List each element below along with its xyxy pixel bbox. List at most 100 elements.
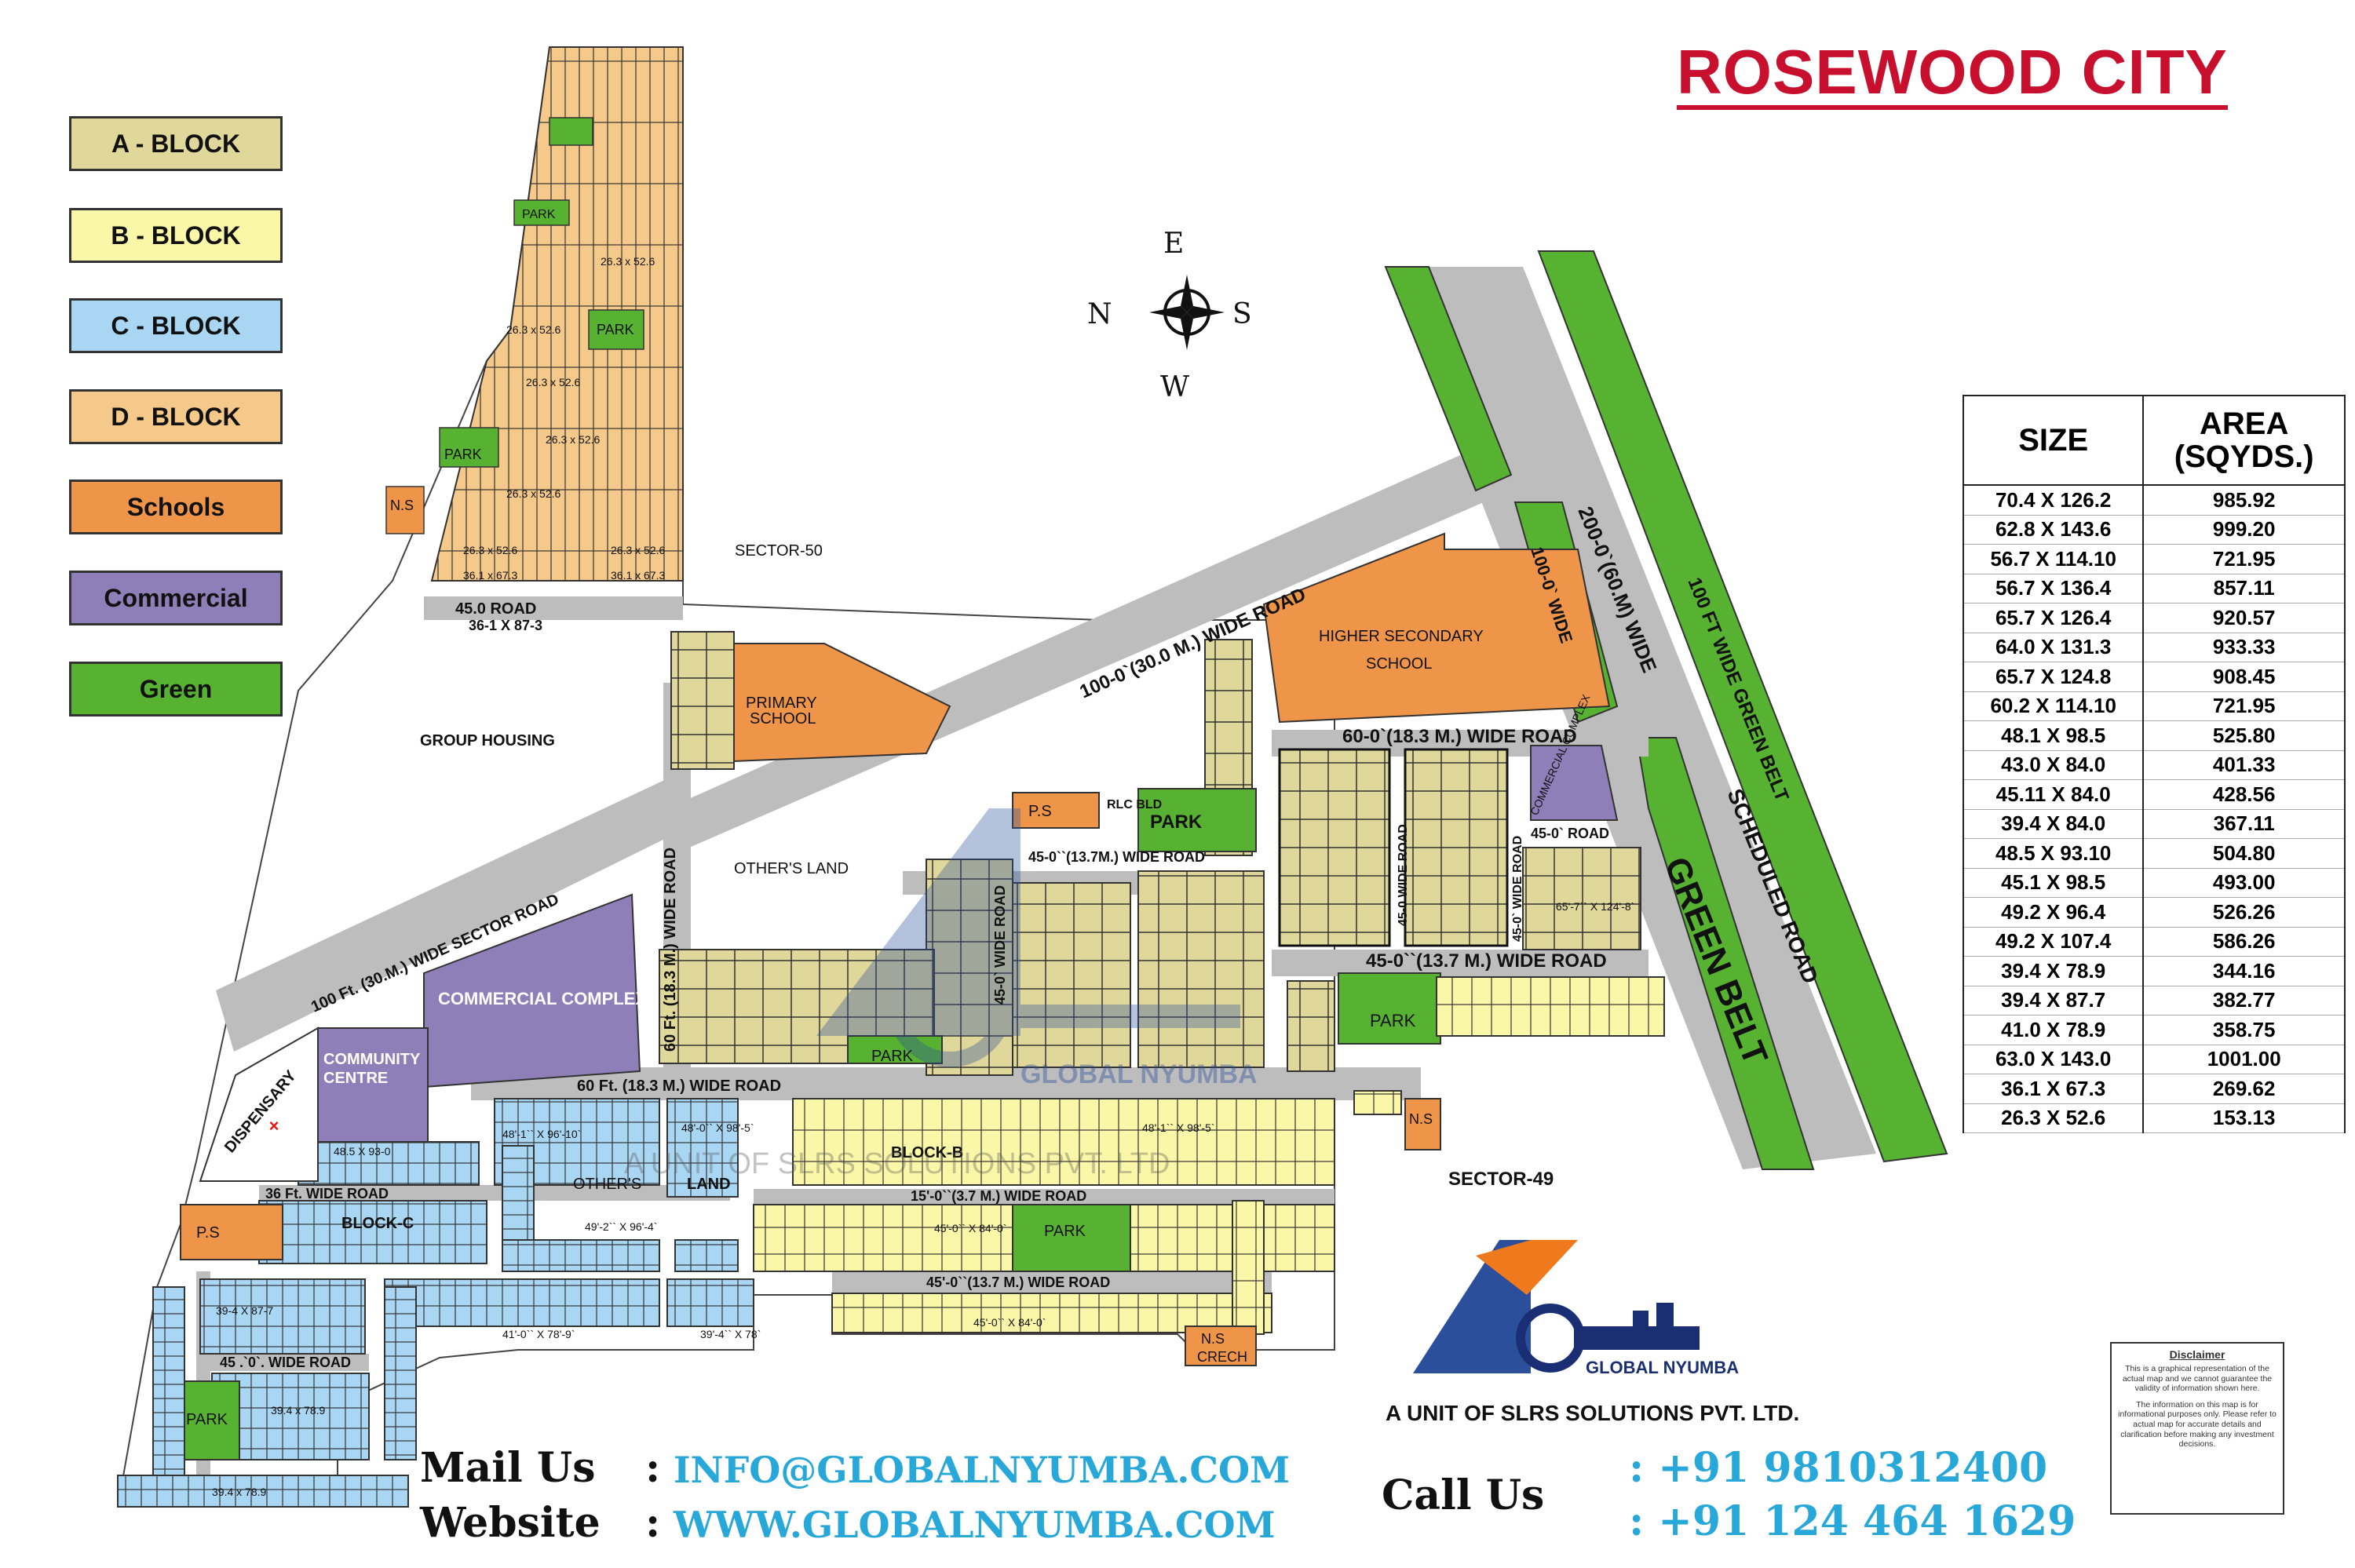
disclaimer-title: Disclaimer (2169, 1348, 2225, 1361)
size-cell: 39.4 X 87.7 (1962, 986, 2145, 1016)
label-dim-65: 65'-7`` X 124'-8` (1556, 900, 1634, 913)
size-cell: 36.1 X 67.3 (1962, 1074, 2145, 1104)
label-dim-39-78-a: 39.4 x 78.9 (271, 1404, 325, 1417)
road-45-east (1272, 950, 1648, 976)
size-cell: 43.0 X 84.0 (1962, 750, 2145, 780)
label-dim-45b: 45'-0`` X 84'-0` (973, 1316, 1046, 1329)
mail-colon: : (645, 1444, 661, 1492)
label-dim-36-67-a: 36.1 x 67.3 (463, 569, 517, 582)
label-dim-39-87: 39-4 X 87-7 (216, 1304, 273, 1317)
commercial-small (1530, 745, 1619, 821)
label-ps-1: P.S (1028, 803, 1052, 820)
label-park-7: PARK (444, 447, 482, 462)
size-cell: 41.0 X 78.9 (1962, 1015, 2145, 1045)
label-ns-crech-1: N.S (1201, 1331, 1225, 1347)
label-dim-26-f: 26.3 x 52.6 (463, 544, 517, 556)
label-primary-school-2: SCHOOL (750, 710, 816, 727)
label-park-2: PARK (1150, 811, 1203, 833)
label-road-45-vert-b: 45-0 WIDE ROAD (1397, 824, 1410, 926)
size-cell: 45.11 X 84.0 (1962, 779, 2145, 810)
label-sector-49: SECTOR-49 (1448, 1169, 1554, 1190)
size-cell: 64.0 X 131.3 (1962, 633, 2145, 662)
size-cell: 26.3 X 52.6 (1962, 1103, 2145, 1133)
size-cell: 48.5 X 93.10 (1962, 838, 2145, 869)
label-dim-26-d: 26.3 x 52.6 (546, 433, 600, 446)
legend-commercial: Commercial (69, 571, 283, 625)
size-cell: 63.0 X 143.0 (1962, 1045, 2145, 1074)
phone-1[interactable]: : +91 9810312400 (1629, 1444, 2048, 1492)
road-45-c (196, 1354, 369, 1371)
label-dim-36-1: 36-1 X 87-3 (469, 618, 542, 633)
label-dim-48: 48'-1`` X 96'-10` (502, 1128, 581, 1140)
label-road-45-b: 45-0``(13.7M.) WIDE ROAD (1028, 849, 1205, 865)
area-cell: 985.92 (2142, 485, 2346, 516)
label-park-5: PARK (186, 1411, 228, 1428)
mail-label: Mail Us (420, 1444, 596, 1492)
size-cell: 56.7 X 114.10 (1962, 544, 2145, 574)
label-higher-school-2: SCHOOL (1366, 655, 1432, 673)
size-cell: 70.4 X 126.2 (1962, 485, 2145, 516)
area-cell: 908.45 (2142, 662, 2346, 692)
legend-d-block: D - BLOCK (69, 389, 283, 444)
size-cell: 45.1 X 98.5 (1962, 868, 2145, 898)
label-dim-49: 49'-2`` X 96'-4` (585, 1220, 658, 1233)
road-45-topleft (424, 596, 683, 620)
label-dim-45: 45'-0`` X 84'-0` (934, 1222, 1007, 1234)
label-community-2: CENTRE (323, 1070, 388, 1087)
label-dim-41: 41'-0`` X 78'-9` (502, 1328, 575, 1340)
label-dim-26-e: 26.3 x 52.6 (506, 487, 560, 500)
phone-2[interactable]: : +91 124 464 1629 (1629, 1497, 2076, 1545)
label-block-b: BLOCK-B (891, 1144, 963, 1161)
label-park-4: PARK (871, 1048, 914, 1065)
website-link[interactable]: WWW.GLOBALNYUMBA.COM (674, 1504, 1276, 1546)
area-cell: 401.33 (2142, 750, 2346, 780)
compass-w: W (1160, 371, 1189, 403)
area-cell: 153.13 (2142, 1103, 2346, 1133)
size-cell: 39.4 X 84.0 (1962, 809, 2145, 839)
legend-a-block: A - BLOCK (69, 116, 283, 171)
label-dim-39: 39'-4`` X 78` (700, 1328, 761, 1340)
road-sector (216, 777, 679, 1052)
watermark-logo (816, 808, 1240, 1067)
label-dim-26-c: 26.3 x 52.6 (526, 376, 580, 388)
area-cell: 920.57 (2142, 603, 2346, 633)
label-higher-school-1: HIGHER SECONDARY (1319, 628, 1484, 645)
header-size: SIZE (1962, 395, 2145, 486)
website-label: Website (420, 1499, 601, 1547)
label-road-45-c-block: 45 .`0`. WIDE ROAD (220, 1355, 351, 1370)
label-road-60-a: 60-0`(18.3 M.) WIDE ROAD (1342, 726, 1577, 747)
size-cell: 62.8 X 143.6 (1962, 515, 2145, 545)
svg-text:×: × (269, 1116, 279, 1136)
global-nyumba-logo (1413, 1240, 1700, 1373)
watermark-sub: A UNIT OF SLRS SOLUTIONS PVT. LTD (624, 1147, 1170, 1180)
dispensary-area (199, 1026, 319, 1182)
label-park-8: PARK (522, 208, 556, 221)
label-community-1: COMMUNITY (323, 1051, 421, 1068)
size-cell: 49.2 X 107.4 (1962, 927, 2145, 957)
label-road-60-b: 60 Ft. (18.3 M.) WIDE ROAD (577, 1078, 781, 1095)
label-dim-36-67-b: 36.1 x 67.3 (611, 569, 665, 582)
area-cell: 721.95 (2142, 691, 2346, 721)
area-cell: 1001.00 (2142, 1045, 2346, 1074)
mail-link[interactable]: INFO@GLOBALNYUMBA.COM (674, 1449, 1291, 1491)
road-200ft (1389, 267, 1876, 1169)
size-cell: 49.2 X 96.4 (1962, 897, 2145, 928)
label-dim-48c: 48'-0`` X 98'-5` (681, 1121, 754, 1134)
size-cell: 60.2 X 114.10 (1962, 691, 2145, 721)
label-dim-48b: 48'-1`` X 98'-5` (1142, 1121, 1215, 1134)
compass-rose (1149, 275, 1225, 350)
page-title: ROSEWOOD CITY (1677, 39, 2228, 110)
legend-c-block: C - BLOCK (69, 298, 283, 353)
size-cell: 65.7 X 126.4 (1962, 603, 2145, 633)
